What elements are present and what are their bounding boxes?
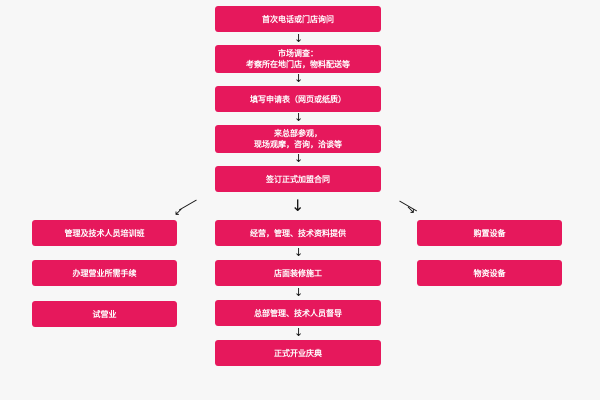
- down-arrow-icon: ↓: [294, 152, 304, 165]
- down-arrow-icon: ↓: [294, 72, 304, 85]
- down-arrow-icon: ↓: [294, 246, 304, 259]
- left-step-permits: 办理营业所需手续: [32, 260, 177, 286]
- down-arrow-icon: ↓: [294, 111, 304, 124]
- step-label: 总部管理、技术人员督导: [254, 308, 342, 318]
- step-sign-contract: 签订正式加盟合同: [215, 166, 381, 192]
- left-branch-arrowhead-icon: ↙: [174, 205, 184, 218]
- step-label: 正式开业庆典: [274, 348, 322, 358]
- down-arrow-icon: ↓: [294, 286, 304, 299]
- middle-step-materials: 经营，管理、技术资料提供: [215, 220, 381, 246]
- step-market-research: 市场调查： 考察所在地门店，物料配送等: [215, 45, 381, 73]
- middle-step-supervision: 总部管理、技术人员督导: [215, 300, 381, 326]
- right-branch-arrowhead-icon: ↘: [406, 203, 416, 216]
- step-label: 试营业: [92, 309, 117, 319]
- left-step-training: 管理及技术人员培训班: [32, 220, 177, 246]
- step-hq-visit: 来总部参观， 现场观摩，咨询，洽谈等: [215, 125, 381, 153]
- step-label: 经营，管理、技术资料提供: [250, 228, 346, 238]
- step-label: 购置设备: [473, 228, 506, 238]
- middle-step-grand-opening: 正式开业庆典: [215, 340, 381, 366]
- step-label: 店面装修施工: [274, 268, 322, 278]
- down-arrow-icon: ↓: [294, 326, 304, 339]
- step-label: 来总部参观， 现场观摩，咨询，洽谈等: [254, 129, 342, 149]
- center-branch-arrow-icon: ↓: [291, 196, 305, 215]
- right-step-purchase-equipment: 购置设备: [417, 220, 562, 246]
- down-arrow-icon: ↓: [294, 32, 304, 45]
- step-application-form: 填写申请表（网页或纸质）: [215, 86, 381, 112]
- step-label: 市场调查： 考察所在地门店，物料配送等: [246, 49, 350, 69]
- step-label: 物资设备: [473, 268, 506, 278]
- step-label: 填写申请表（网页或纸质）: [250, 94, 346, 104]
- step-label: 管理及技术人员培训班: [64, 228, 145, 238]
- middle-step-renovation: 店面装修施工: [215, 260, 381, 286]
- step-label: 首次电话或门店询问: [262, 14, 334, 24]
- step-label: 办理营业所需手续: [72, 268, 137, 278]
- right-step-supplies: 物资设备: [417, 260, 562, 286]
- step-first-contact: 首次电话或门店询问: [215, 6, 381, 32]
- step-label: 签订正式加盟合同: [266, 174, 330, 184]
- left-step-trial-operation: 试营业: [32, 301, 177, 327]
